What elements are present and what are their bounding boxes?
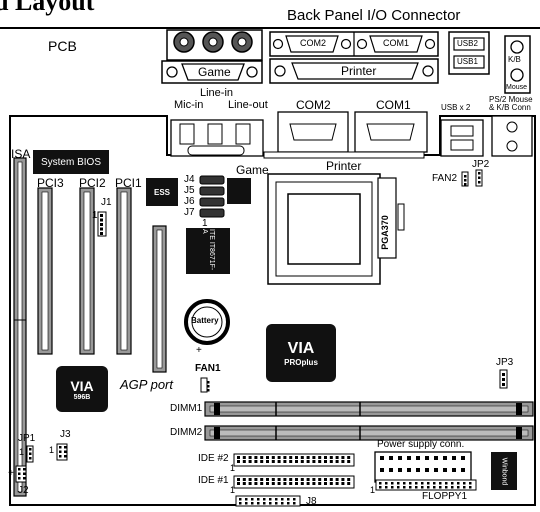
j3-pin1-label: 1 (49, 445, 55, 455)
board-usb-icon (440, 119, 484, 157)
jp2-label: JP2 (472, 159, 490, 170)
j6-label: J6 (184, 196, 195, 207)
ide2-pin1-label: 1 (230, 463, 236, 473)
ps2-label-line2: & K/B Conn (489, 103, 531, 112)
battery-plus-label: + (196, 345, 202, 356)
pci1-label: PCI1 (115, 176, 142, 190)
pga370-label: PGA370 (379, 215, 390, 250)
header-underline (0, 27, 540, 29)
ess-chip: ESS (146, 178, 178, 206)
pci3-label: PCI3 (37, 176, 64, 190)
ite-io-chip: ITE IT8671F-A (186, 228, 230, 274)
pci1-slot-icon (116, 187, 132, 355)
dimm1-label: DIMM1 (170, 403, 203, 414)
pci2-label: PCI2 (79, 176, 106, 190)
back-com2-label: COM2 (300, 38, 327, 48)
winbond-chip: Winbond (491, 452, 517, 490)
back-usb1-label: USB1 (457, 57, 478, 66)
j1-label: J1 (101, 197, 112, 208)
j7-label: J7 (184, 207, 195, 218)
ide1-pin1-label: 1 (230, 485, 236, 495)
j5-label: J5 (184, 185, 195, 196)
j8-label: J8 (306, 496, 317, 507)
j2-label: J2 (18, 485, 29, 496)
agp-port-label: AGP port (120, 377, 173, 392)
back-usb2-label: USB2 (457, 39, 478, 48)
floppy1-label: FLOPPY1 (422, 491, 468, 502)
printer-port-icon (269, 58, 439, 84)
dimm1-slot-icon (204, 401, 534, 417)
via-main-label: VIA (287, 339, 315, 357)
ite-chip-label: ITE IT8671F-A (201, 229, 215, 271)
serial-ports-icon (269, 31, 439, 57)
battery-icon (184, 299, 230, 345)
com1-board-label: COM1 (376, 98, 411, 112)
j4-label: J4 (184, 174, 195, 185)
back-game-label: Game (198, 65, 231, 79)
jp3-label: JP3 (496, 357, 514, 368)
j4-j7-headers-icon (199, 175, 225, 218)
printer-board-label: Printer (326, 159, 362, 173)
fan1-label: FAN1 (195, 363, 221, 374)
battery-label: Battery (191, 316, 219, 325)
board-audio-jacks-icon (170, 119, 264, 157)
usb-ports-icon (448, 31, 490, 75)
usb-x2-label: USB x 2 (441, 103, 471, 112)
via-northbridge-chip: VIA PROplus (266, 324, 336, 382)
j3-label: J3 (60, 429, 71, 440)
j1-pin1-label: 1 (92, 210, 98, 221)
pcb-label: PCB (48, 38, 77, 54)
ps2-label-line1: PS/2 Mouse (489, 95, 533, 104)
via-southbridge-chip: VIA 596B (56, 366, 108, 412)
partial-section-title: d Layout (0, 0, 95, 16)
board-com1-icon (354, 111, 428, 153)
dimm2-label: DIMM2 (170, 427, 203, 438)
isa-slot-icon (13, 157, 27, 497)
jp1-label: JP1 (18, 433, 36, 444)
back-mouse-label: Mouse (506, 84, 528, 91)
game-board-label: Game (236, 163, 269, 177)
pci3-slot-icon (37, 187, 53, 355)
audio-jacks-icon (166, 29, 263, 61)
ite-chip (227, 178, 251, 204)
com2-board-label: COM2 (296, 98, 331, 112)
jp1-pin1-label: 1 (19, 447, 25, 457)
dimm2-slot-icon (204, 425, 534, 441)
power-supply-label: Power supply conn. (377, 439, 465, 450)
pga370-socket-icon (267, 173, 405, 285)
system-bios-chip: System BIOS (33, 150, 109, 174)
winbond-label: Winbond (500, 457, 508, 485)
ide2-label: IDE #2 (198, 453, 229, 464)
system-bios-label: System BIOS (40, 156, 101, 168)
line-in-label: Line-in (200, 87, 234, 99)
ps2-ports-icon (504, 35, 531, 94)
ide1-label: IDE #1 (198, 475, 229, 486)
game-port-icon (161, 60, 263, 84)
via-main-sub-label: PROplus (284, 357, 318, 367)
back-kb-label: K/B (508, 55, 521, 64)
fan2-label: FAN2 (432, 173, 458, 184)
back-printer-label: Printer (341, 64, 377, 78)
mic-in-label: Mic-in (174, 99, 204, 111)
board-ps2-icon (491, 115, 533, 157)
j2-plus-label: + (8, 468, 14, 479)
floppy-connector-icon (375, 479, 477, 491)
isa-label: ISA (11, 147, 31, 161)
via-south-sub-label: 596B (73, 393, 91, 401)
back-com1-label: COM1 (383, 38, 410, 48)
agp-slot-icon (152, 225, 167, 373)
j7-pin1-label: 1 (202, 218, 208, 229)
line-out-label: Line-out (228, 99, 268, 111)
ess-chip-label: ESS (153, 187, 170, 197)
board-com2-icon (277, 111, 349, 153)
pci2-slot-icon (79, 187, 95, 355)
via-south-label: VIA (70, 377, 94, 394)
back-panel-title: Back Panel I/O Connector (287, 7, 461, 24)
floppy-pin1-label: 1 (370, 485, 376, 495)
back-panel-io (161, 29, 531, 94)
